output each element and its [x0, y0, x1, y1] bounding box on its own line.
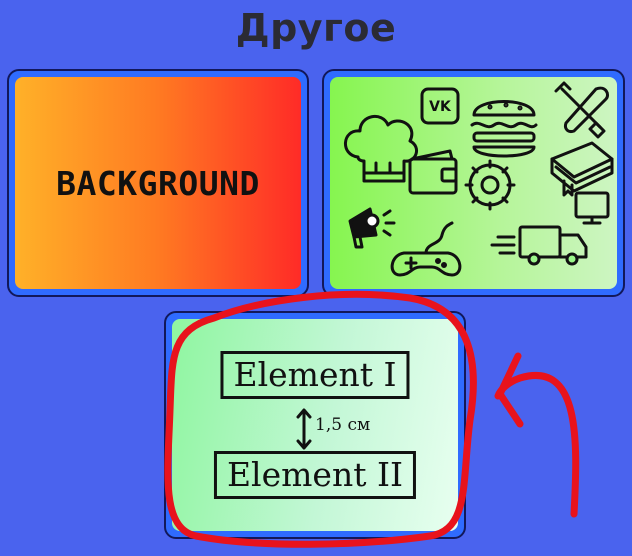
megaphone-icon — [348, 207, 396, 249]
gear-icon — [464, 159, 516, 211]
background-preview: BACKGROUND — [15, 77, 301, 289]
vk-text: VK — [429, 99, 452, 115]
icon-collage: VK — [344, 81, 614, 277]
spacing-label: 1,5 см — [315, 415, 371, 435]
book-icon — [550, 141, 614, 197]
delivery-truck-icon — [490, 225, 588, 266]
vk-logo-icon — [420, 87, 460, 125]
element-two-box: Element II — [213, 451, 417, 499]
wallet-icon — [408, 149, 458, 195]
icons-preview: VK — [330, 77, 617, 289]
page-title: Другое — [235, 6, 397, 50]
background-label: BACKGROUND — [56, 163, 260, 203]
monitor-icon — [574, 191, 610, 225]
burger-icon — [470, 100, 538, 158]
background-card[interactable]: BACKGROUND — [7, 69, 309, 297]
vertical-spacing-arrow-icon — [296, 408, 312, 450]
gamepad-icon — [390, 221, 462, 277]
elements-card[interactable]: Element I 1,5 см Element II — [164, 311, 466, 539]
element-one-box: Element I — [220, 351, 410, 399]
tools-icon — [554, 81, 610, 139]
elements-preview: Element I 1,5 см Element II — [172, 319, 458, 531]
chef-hat-icon — [344, 115, 419, 183]
icons-card[interactable]: VK — [322, 69, 625, 297]
annotation-arrow-icon — [494, 372, 580, 518]
